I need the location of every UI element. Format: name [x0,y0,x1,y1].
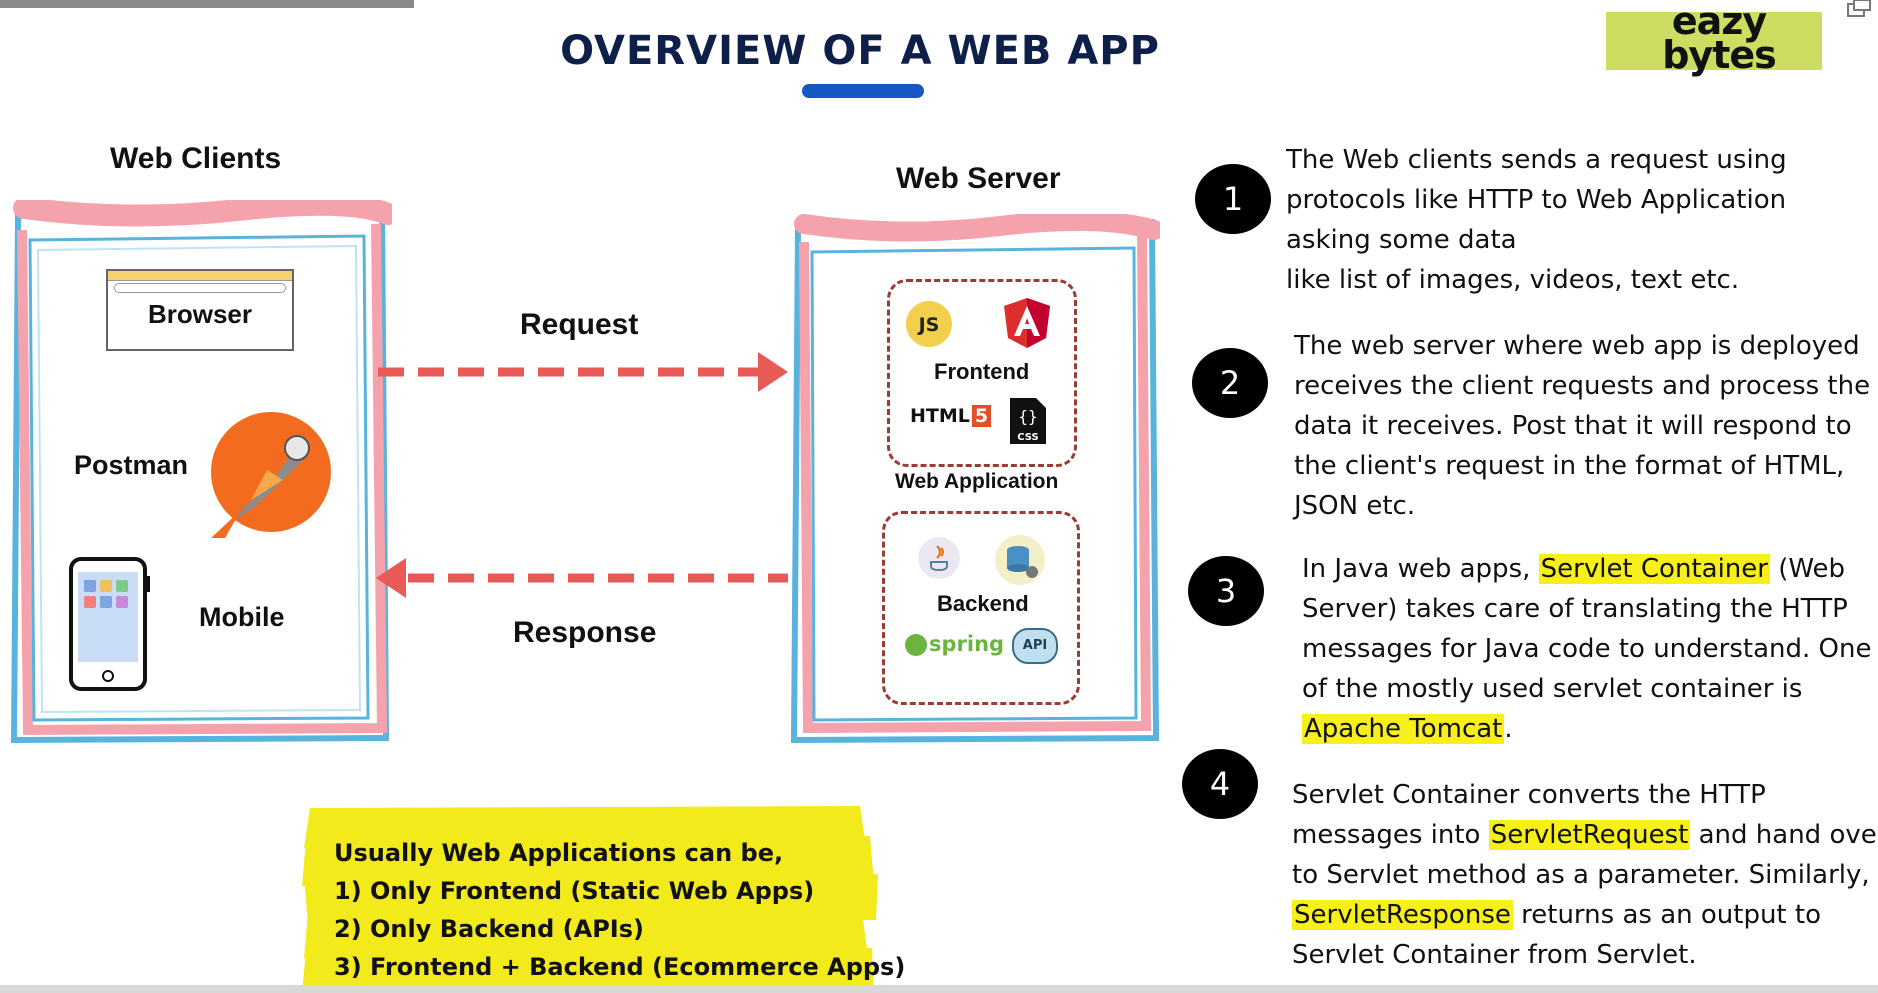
bottom-strip [0,985,1878,993]
angular-icon [1004,298,1050,348]
frontend-label: Frontend [934,359,1030,384]
response-label: Response [513,616,657,649]
browser-addressbar [114,283,286,293]
servlet-response-highlight: ServletResponse [1292,900,1513,930]
postman-label: Postman [74,450,189,480]
step-2-text: The web server where web app is deployed… [1294,331,1871,521]
css-file-icon: {} CSS [1010,398,1046,444]
web-server-heading: Web Server [896,162,1061,195]
api-cloud-icon: API [1012,628,1058,664]
backend-box [882,511,1080,705]
svg-text:{}: {} [1018,407,1037,426]
css-badge-text: CSS [1017,432,1038,443]
apache-tomcat-highlight: Apache Tomcat [1302,714,1505,744]
step-2-badge: 2 [1192,348,1268,418]
step-3-badge: 3 [1188,556,1264,626]
web-clients-heading: Web Clients [110,142,282,175]
javascript-icon: JS [906,301,952,347]
page-title: OVERVIEW OF A WEB APP [560,28,1160,74]
web-application-label: Web Application [895,470,1059,493]
step-4-badge: 4 [1182,749,1258,819]
spring-icon: spring [905,632,1004,656]
step-3-text: In Java web apps, Servlet Container (Web… [1302,554,1872,744]
java-icon [918,537,960,579]
web-clients-frame [10,200,392,744]
title-underline [802,84,924,98]
html5-shield: 5 [971,405,992,427]
js-badge-text: JS [917,314,940,336]
mobile-label: Mobile [199,602,285,632]
response-arrow [376,558,788,598]
mobile-phone-icon [69,557,150,691]
request-label: Request [520,308,639,341]
browser-window: Browser [106,269,294,351]
web-app-types-note: Usually Web Applications can be, 1) Only… [334,839,906,981]
postman-logo-icon [211,412,331,538]
spring-leaf-icon [905,634,927,656]
window-restore-icon[interactable] [1846,0,1872,18]
frontend-box [887,279,1077,467]
request-arrow [378,352,788,392]
web-server-frame [790,214,1160,744]
step-1-badge: 1 [1195,164,1271,234]
note-highlight-background [302,806,878,993]
browser-label: Browser [147,299,253,329]
logo [1606,12,1822,70]
servlet-container-highlight: Servlet Container [1538,554,1770,584]
step-1-text: The Web clients sends a request using pr… [1286,145,1787,295]
top-progress-bar [0,0,414,8]
database-gear-icon [995,535,1045,585]
servlet-request-highlight: ServletRequest [1488,820,1691,850]
step-4-text: Servlet Container converts the HTTP mess… [1292,780,1878,970]
browser-tabbar [108,271,292,281]
backend-label: Backend [937,591,1029,616]
